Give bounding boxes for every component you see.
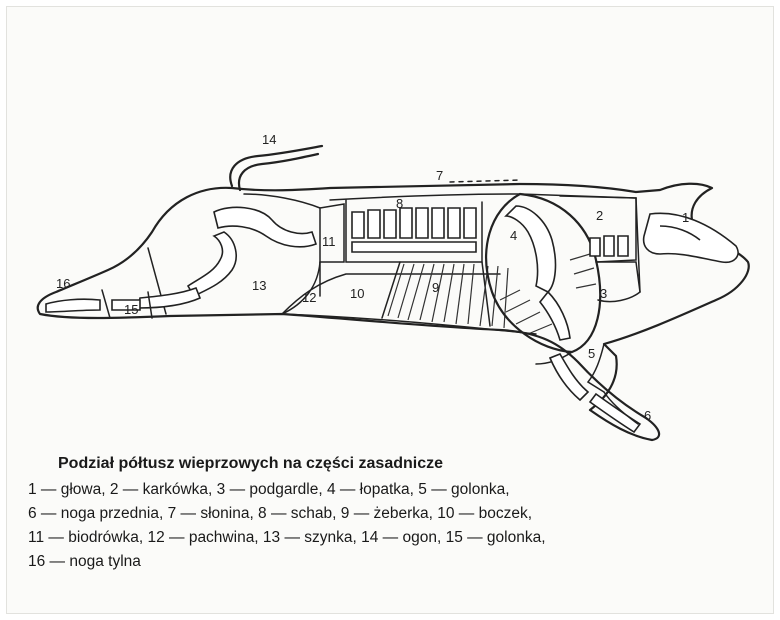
label-8: 8 bbox=[396, 196, 403, 211]
spine-vertebrae bbox=[352, 208, 476, 252]
label-12: 12 bbox=[302, 290, 316, 305]
back-fat-dashed-line bbox=[450, 180, 520, 182]
label-11: 11 bbox=[322, 234, 336, 249]
label-14: 14 bbox=[262, 132, 276, 147]
tail-outline bbox=[230, 146, 322, 186]
label-2: 2 bbox=[596, 208, 603, 223]
front-leg-bones bbox=[550, 354, 640, 432]
neck-vertebrae bbox=[590, 236, 628, 256]
shoulder-blade-bone bbox=[506, 206, 570, 340]
label-6: 6 bbox=[644, 408, 651, 423]
label-13: 13 bbox=[252, 278, 266, 293]
legend-title: Podział półtusz wieprzowych na części za… bbox=[58, 452, 748, 476]
label-15: 15 bbox=[124, 302, 138, 317]
skull-bone bbox=[644, 213, 738, 262]
label-3: 3 bbox=[600, 286, 607, 301]
legend-line-1: 1 — głowa, 2 — karkówka, 3 — podgardle, … bbox=[28, 478, 748, 502]
label-16: 16 bbox=[56, 276, 70, 291]
legend-line-4: 16 — noga tylna bbox=[28, 550, 748, 574]
hip-region bbox=[320, 204, 344, 262]
legend-caption: Podział półtusz wieprzowych na części za… bbox=[28, 452, 748, 574]
legend-line-2: 6 — noga przednia, 7 — słonina, 8 — scha… bbox=[28, 502, 748, 526]
tail-inner-outline bbox=[239, 154, 318, 190]
label-1: 1 bbox=[682, 210, 689, 225]
legend-line-3: 11 — biodrówka, 12 — pachwina, 13 — szyn… bbox=[28, 526, 748, 550]
hind-leg-bones bbox=[138, 207, 316, 308]
label-5: 5 bbox=[588, 346, 595, 361]
label-9: 9 bbox=[432, 280, 439, 295]
label-7: 7 bbox=[436, 168, 443, 183]
label-4: 4 bbox=[510, 228, 517, 243]
label-10: 10 bbox=[350, 286, 364, 301]
